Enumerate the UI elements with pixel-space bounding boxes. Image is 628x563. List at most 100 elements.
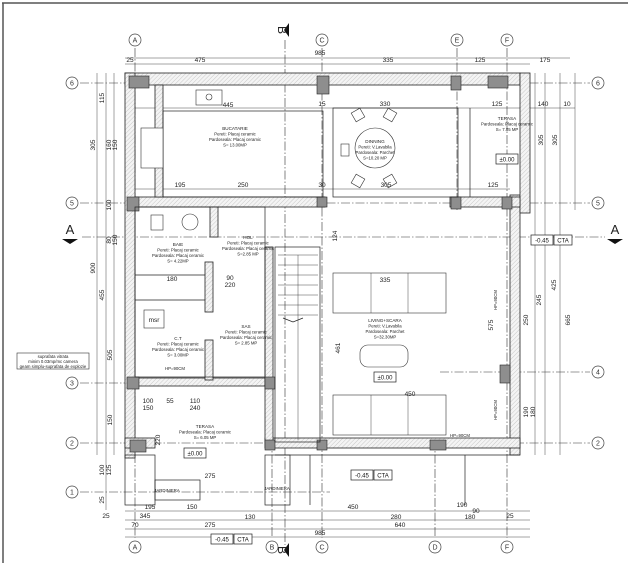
grid-label: E: [455, 38, 460, 45]
note-line: minim 0.03mp/mc camera: [28, 359, 78, 364]
room-floor: Pardoseala: Placaj ceramic: [481, 122, 534, 127]
room-area: S= 4.22MP: [167, 259, 189, 264]
dimension-value: 450: [348, 504, 359, 511]
dimension-value: 250: [238, 182, 249, 189]
level-marker: ±0.00: [495, 153, 519, 165]
dimension-value: 345: [140, 513, 151, 520]
hp-label: HP=90CM: [165, 366, 185, 371]
section-arrow-icon: [62, 239, 78, 244]
dimension-value: 505: [107, 349, 114, 360]
room-walls: Pereti: Placaj ceramic: [225, 330, 267, 335]
grid-bubble: 5: [591, 196, 605, 210]
room-name: BUCATARIE: [222, 126, 248, 131]
hp-label: HP=90CM: [493, 290, 498, 310]
dimension-value: 445: [223, 102, 234, 109]
grid-label: F: [505, 545, 509, 552]
dimension-value: 985: [315, 50, 326, 57]
dimension-value: 100: [106, 199, 113, 210]
grid-label: 5: [596, 201, 600, 208]
msr-box: [143, 309, 165, 329]
dimension-value: 305: [552, 134, 559, 145]
room-area: S= 7.85 MP: [496, 127, 519, 132]
dimension-value: 150: [112, 234, 119, 245]
room-walls: Pereti: V.Lavabila: [358, 145, 392, 150]
grid-bubble: C: [315, 540, 329, 554]
room-area: S=2.85 MP: [237, 252, 259, 257]
grid-label: 2: [70, 441, 74, 448]
grid-label: C: [319, 38, 324, 45]
furniture: [140, 89, 447, 436]
grid-label: 1: [70, 490, 74, 497]
dimension-value: 305: [538, 134, 545, 145]
msr-label: msr: [149, 317, 161, 324]
toilet-icon: [150, 214, 164, 231]
grid-label: C: [319, 545, 324, 552]
grid-bubble: E: [450, 33, 464, 47]
dimension-value: 475: [195, 57, 206, 64]
grid-bubble: A: [128, 33, 142, 47]
dimension-value: 245: [536, 294, 543, 305]
dimension-value: 190: [457, 502, 468, 509]
note-line: suprafata vitrata: [38, 354, 69, 359]
level-value: ±0.00: [378, 376, 394, 382]
dimension-value: 180: [465, 514, 476, 521]
dimension-value: 10: [563, 101, 571, 108]
room-walls: Pereti: Placaj ceramic: [214, 132, 256, 137]
dimension-value: 30: [318, 182, 326, 189]
dimension-value: 195: [145, 504, 156, 511]
planter-label: JARDINIERA: [264, 486, 290, 491]
section-arrow-icon: [284, 23, 289, 37]
structural-columns: [126, 75, 513, 453]
dimension-value: 150: [112, 139, 119, 150]
grid-label: 4: [596, 370, 600, 377]
grid-bubble: 3: [65, 376, 79, 390]
coffee-table: [359, 344, 409, 368]
grid-label: A: [133, 38, 138, 45]
level-tag: CTA: [377, 474, 389, 480]
section-label-a: A: [611, 222, 620, 237]
dimension-value: 455: [99, 289, 106, 300]
section-arrow-icon: [284, 543, 289, 557]
grid-bubble: 4: [591, 365, 605, 379]
dimension-value: 220: [155, 434, 162, 445]
grid-bubble: 5: [65, 196, 79, 210]
room-walls: Pereti: Placaj ceramic: [227, 241, 269, 246]
dimension-value: 450: [405, 391, 416, 398]
dimension-value: 195: [175, 182, 186, 189]
grid-bubble: 6: [65, 76, 79, 90]
room-floor: Pardoseala: Placaj ceramic: [209, 137, 262, 142]
room-floor: Pardoseala: Parchet: [356, 150, 396, 155]
dimension-value: 985: [315, 530, 326, 537]
dimension-value: 140: [538, 101, 549, 108]
dimension-value: 335: [383, 57, 394, 64]
room-walls: Pereti: Placaj ceramic: [157, 248, 199, 253]
dimension-value: 125: [492, 101, 503, 108]
grid-label: 6: [596, 81, 600, 88]
walls: [124, 72, 531, 459]
room-walls: Pereti: V.Lavabila: [368, 324, 402, 329]
dimension-value: 900: [90, 262, 97, 273]
room-walls: Pereti: Placaj ceramic: [157, 342, 199, 347]
room-area: S= 13.00MP: [223, 143, 247, 148]
dimension-value: 125: [488, 182, 499, 189]
dimension-value: 275: [205, 473, 216, 480]
dimension-value: 15: [318, 101, 326, 108]
section-label-b: B: [275, 26, 289, 34]
dimension-value: 160: [106, 139, 113, 150]
dimension-value: 275: [205, 522, 216, 529]
room-name: TERASA: [196, 424, 215, 429]
hp-label: HP=90CM: [493, 400, 498, 420]
dimension-value: 190: [523, 406, 530, 417]
section-label-a: A: [66, 222, 75, 237]
level-marker: ±0.00: [183, 447, 207, 459]
room-name: SAS: [241, 324, 250, 329]
planter-label: JARDINIERA: [154, 488, 180, 493]
